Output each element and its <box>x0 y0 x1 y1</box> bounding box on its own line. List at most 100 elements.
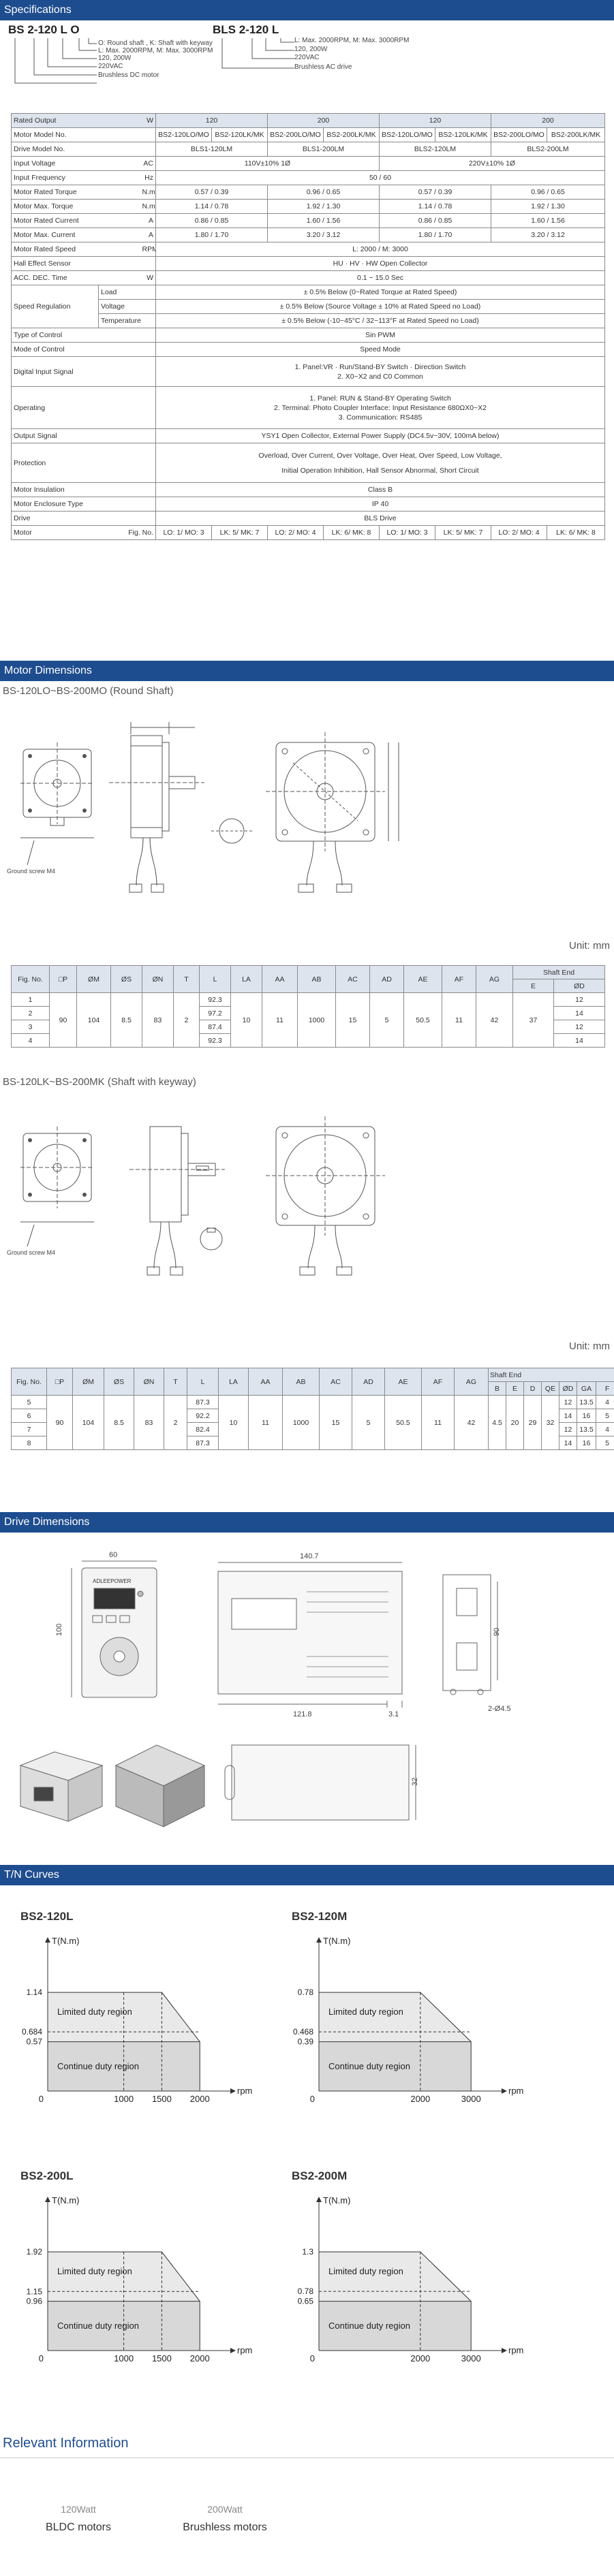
keyway-dimension-table: Fig. No. □P ØM ØS ØN T L LA AA AB AC AD … <box>11 1368 614 1450</box>
torque-axis-label: T(N.m) <box>323 2195 350 2205</box>
rpm-tick-label: 3000 <box>461 2353 481 2363</box>
tn-chart-3: 2000 3000 0 1.3 0.780.65 T(N.m) rpm Limited dut… <box>298 2195 523 2363</box>
drive-note-3: Brushless AC drive <box>294 63 352 71</box>
svg-text:90: 90 <box>493 1628 501 1636</box>
svg-text:121.8: 121.8 <box>293 1710 312 1718</box>
relevant-title: Relevant Information <box>3 2436 129 2451</box>
section-motor-dimensions: Motor Dimensions <box>0 661 614 681</box>
torque-tick-label: 0.684 <box>22 2027 42 2037</box>
continue-region-fill <box>319 2041 472 2091</box>
limited-region-label: Limited duty region <box>57 2007 132 2017</box>
drive-note-1: 120, 200W <box>294 46 328 53</box>
drive-note-2: 220VAC <box>294 54 320 61</box>
power-col: 120 <box>155 113 268 128</box>
torque-tick-label: 0.57 <box>27 2037 43 2047</box>
drive-note-0: L: Max. 2000RPM, M: Max. 3000RPM <box>294 37 410 44</box>
svg-text:3.1: 3.1 <box>388 1710 399 1718</box>
rpm-tick-label: 1500 <box>152 2094 172 2104</box>
relevant-item-0[interactable]: 120Watt BLDC motors <box>45 2504 112 2533</box>
motor-code: BS 2-120 L O <box>8 23 80 36</box>
rpm-tick-label: 1000 <box>114 2353 134 2363</box>
keyway-shaft-caption: BS-120LK~BS-200MK (Shaft with keyway) <box>3 1076 196 1088</box>
power-col: 120 <box>379 113 491 128</box>
max-torque-curve <box>48 2251 200 2351</box>
continue-region-fill <box>319 2301 472 2351</box>
torque-tick-label: 0.78 <box>298 1988 314 1997</box>
torque-tick-label: 0.468 <box>293 2027 313 2037</box>
svg-text:60: 60 <box>109 1551 117 1559</box>
relevant-divider <box>0 2457 614 2458</box>
drive-code: BLS 2-120 L <box>213 23 279 36</box>
drive-code-leader-lines <box>221 38 294 69</box>
speed-axis-label: rpm <box>508 2345 523 2355</box>
keyway-unit: Unit: mm <box>569 1340 610 1352</box>
zero-tick-label: 0 <box>310 2094 315 2104</box>
round-unit: Unit: mm <box>569 940 610 952</box>
round-shaft-drawing: Ground screw M4 <box>7 722 399 893</box>
section-drive-dimensions: Drive Dimensions <box>0 1512 614 1533</box>
zero-tick-label: 0 <box>39 2353 44 2363</box>
curve-title-0: BS2-120L <box>20 1910 74 1923</box>
relevant-item-1[interactable]: 200Watt Brushless motors <box>183 2504 267 2533</box>
motor-note-1: L: Max. 2000RPM, M: Max. 3000RPM <box>98 47 213 54</box>
torque-tick-label: 0.96 <box>27 2297 43 2306</box>
rpm-tick-label: 3000 <box>461 2094 481 2104</box>
drive-model-label: Drive Model No. <box>11 142 156 157</box>
ground-screw-label-2: Ground screw M4 <box>7 1249 55 1256</box>
drive-brand: ADLEEPOWER <box>93 1578 132 1584</box>
max-torque-curve <box>48 1992 200 2091</box>
max-torque-curve <box>319 1992 472 2091</box>
motor-note-0: O: Round shaft , K: Shaft with keyway <box>98 40 213 47</box>
x-axis-arrow <box>230 2088 236 2094</box>
motor-note-4: Brushless DC motor <box>98 72 159 79</box>
speed-axis-label: rpm <box>237 2345 252 2355</box>
torque-axis-label: T(N.m) <box>323 1936 350 1946</box>
rpm-tick-label: 1000 <box>114 2094 134 2104</box>
x-axis-arrow <box>230 2348 236 2353</box>
curve-title-1: BS2-120M <box>292 1910 348 1923</box>
x-axis-arrow <box>502 2348 507 2353</box>
speed-axis-label: rpm <box>508 2086 523 2096</box>
limited-region-label: Limited duty region <box>328 2266 403 2276</box>
curve-title-2: BS2-200L <box>20 2169 74 2182</box>
limited-region-label: Limited duty region <box>328 2007 403 2017</box>
rpm-tick-label: 2000 <box>190 2094 210 2104</box>
svg-text:2-Ø4.5: 2-Ø4.5 <box>488 1705 511 1713</box>
motor-note-3: 220VAC <box>98 63 123 70</box>
y-axis-arrow <box>316 2197 322 2202</box>
rpm-tick-label: 2000 <box>410 2353 430 2363</box>
motor-code-leader-lines <box>14 38 97 84</box>
y-axis-arrow <box>316 1937 322 1943</box>
continue-region-label: Continue duty region <box>57 2061 139 2071</box>
torque-tick-label: 0.39 <box>298 2037 314 2047</box>
curve-title-3: BS2-200M <box>292 2169 348 2182</box>
zero-tick-label: 0 <box>39 2094 44 2104</box>
torque-tick-label: 0.65 <box>298 2297 314 2306</box>
keyway-shaft-drawing: Ground screw M4 <box>7 1116 385 1276</box>
continue-region-label: Continue duty region <box>328 2061 410 2071</box>
spec-table: Rated Output W 120 200 120 200 Motor Mod… <box>11 113 605 540</box>
power-col: 200 <box>491 113 605 128</box>
round-dimension-table: Fig. No. □P ØM ØS ØN T L LA AA AB AC AD … <box>11 965 605 1048</box>
continue-region-label: Continue duty region <box>57 2321 139 2331</box>
y-axis-arrow <box>45 2197 50 2202</box>
torque-tick-label: 0.78 <box>298 2287 314 2296</box>
section-specifications: Specifications <box>0 0 614 20</box>
power-col: 200 <box>267 113 380 128</box>
y-axis-arrow <box>45 1937 50 1943</box>
torque-axis-label: T(N.m) <box>52 1936 79 1946</box>
rpm-tick-label: 2000 <box>190 2353 210 2363</box>
max-torque-curve <box>319 2251 472 2351</box>
rpm-tick-label: 1500 <box>152 2353 172 2363</box>
round-shaft-caption: BS-120LO~BS-200MO (Round Shaft) <box>3 685 174 697</box>
continue-region-label: Continue duty region <box>328 2321 410 2331</box>
torque-tick-label: 1.15 <box>27 2287 43 2296</box>
torque-tick-label: 1.14 <box>27 1988 43 1997</box>
torque-tick-label: 1.3 <box>302 2247 313 2257</box>
rpm-tick-label: 2000 <box>410 2094 430 2104</box>
speed-axis-label: rpm <box>237 2086 252 2096</box>
zero-tick-label: 0 <box>310 2353 315 2363</box>
